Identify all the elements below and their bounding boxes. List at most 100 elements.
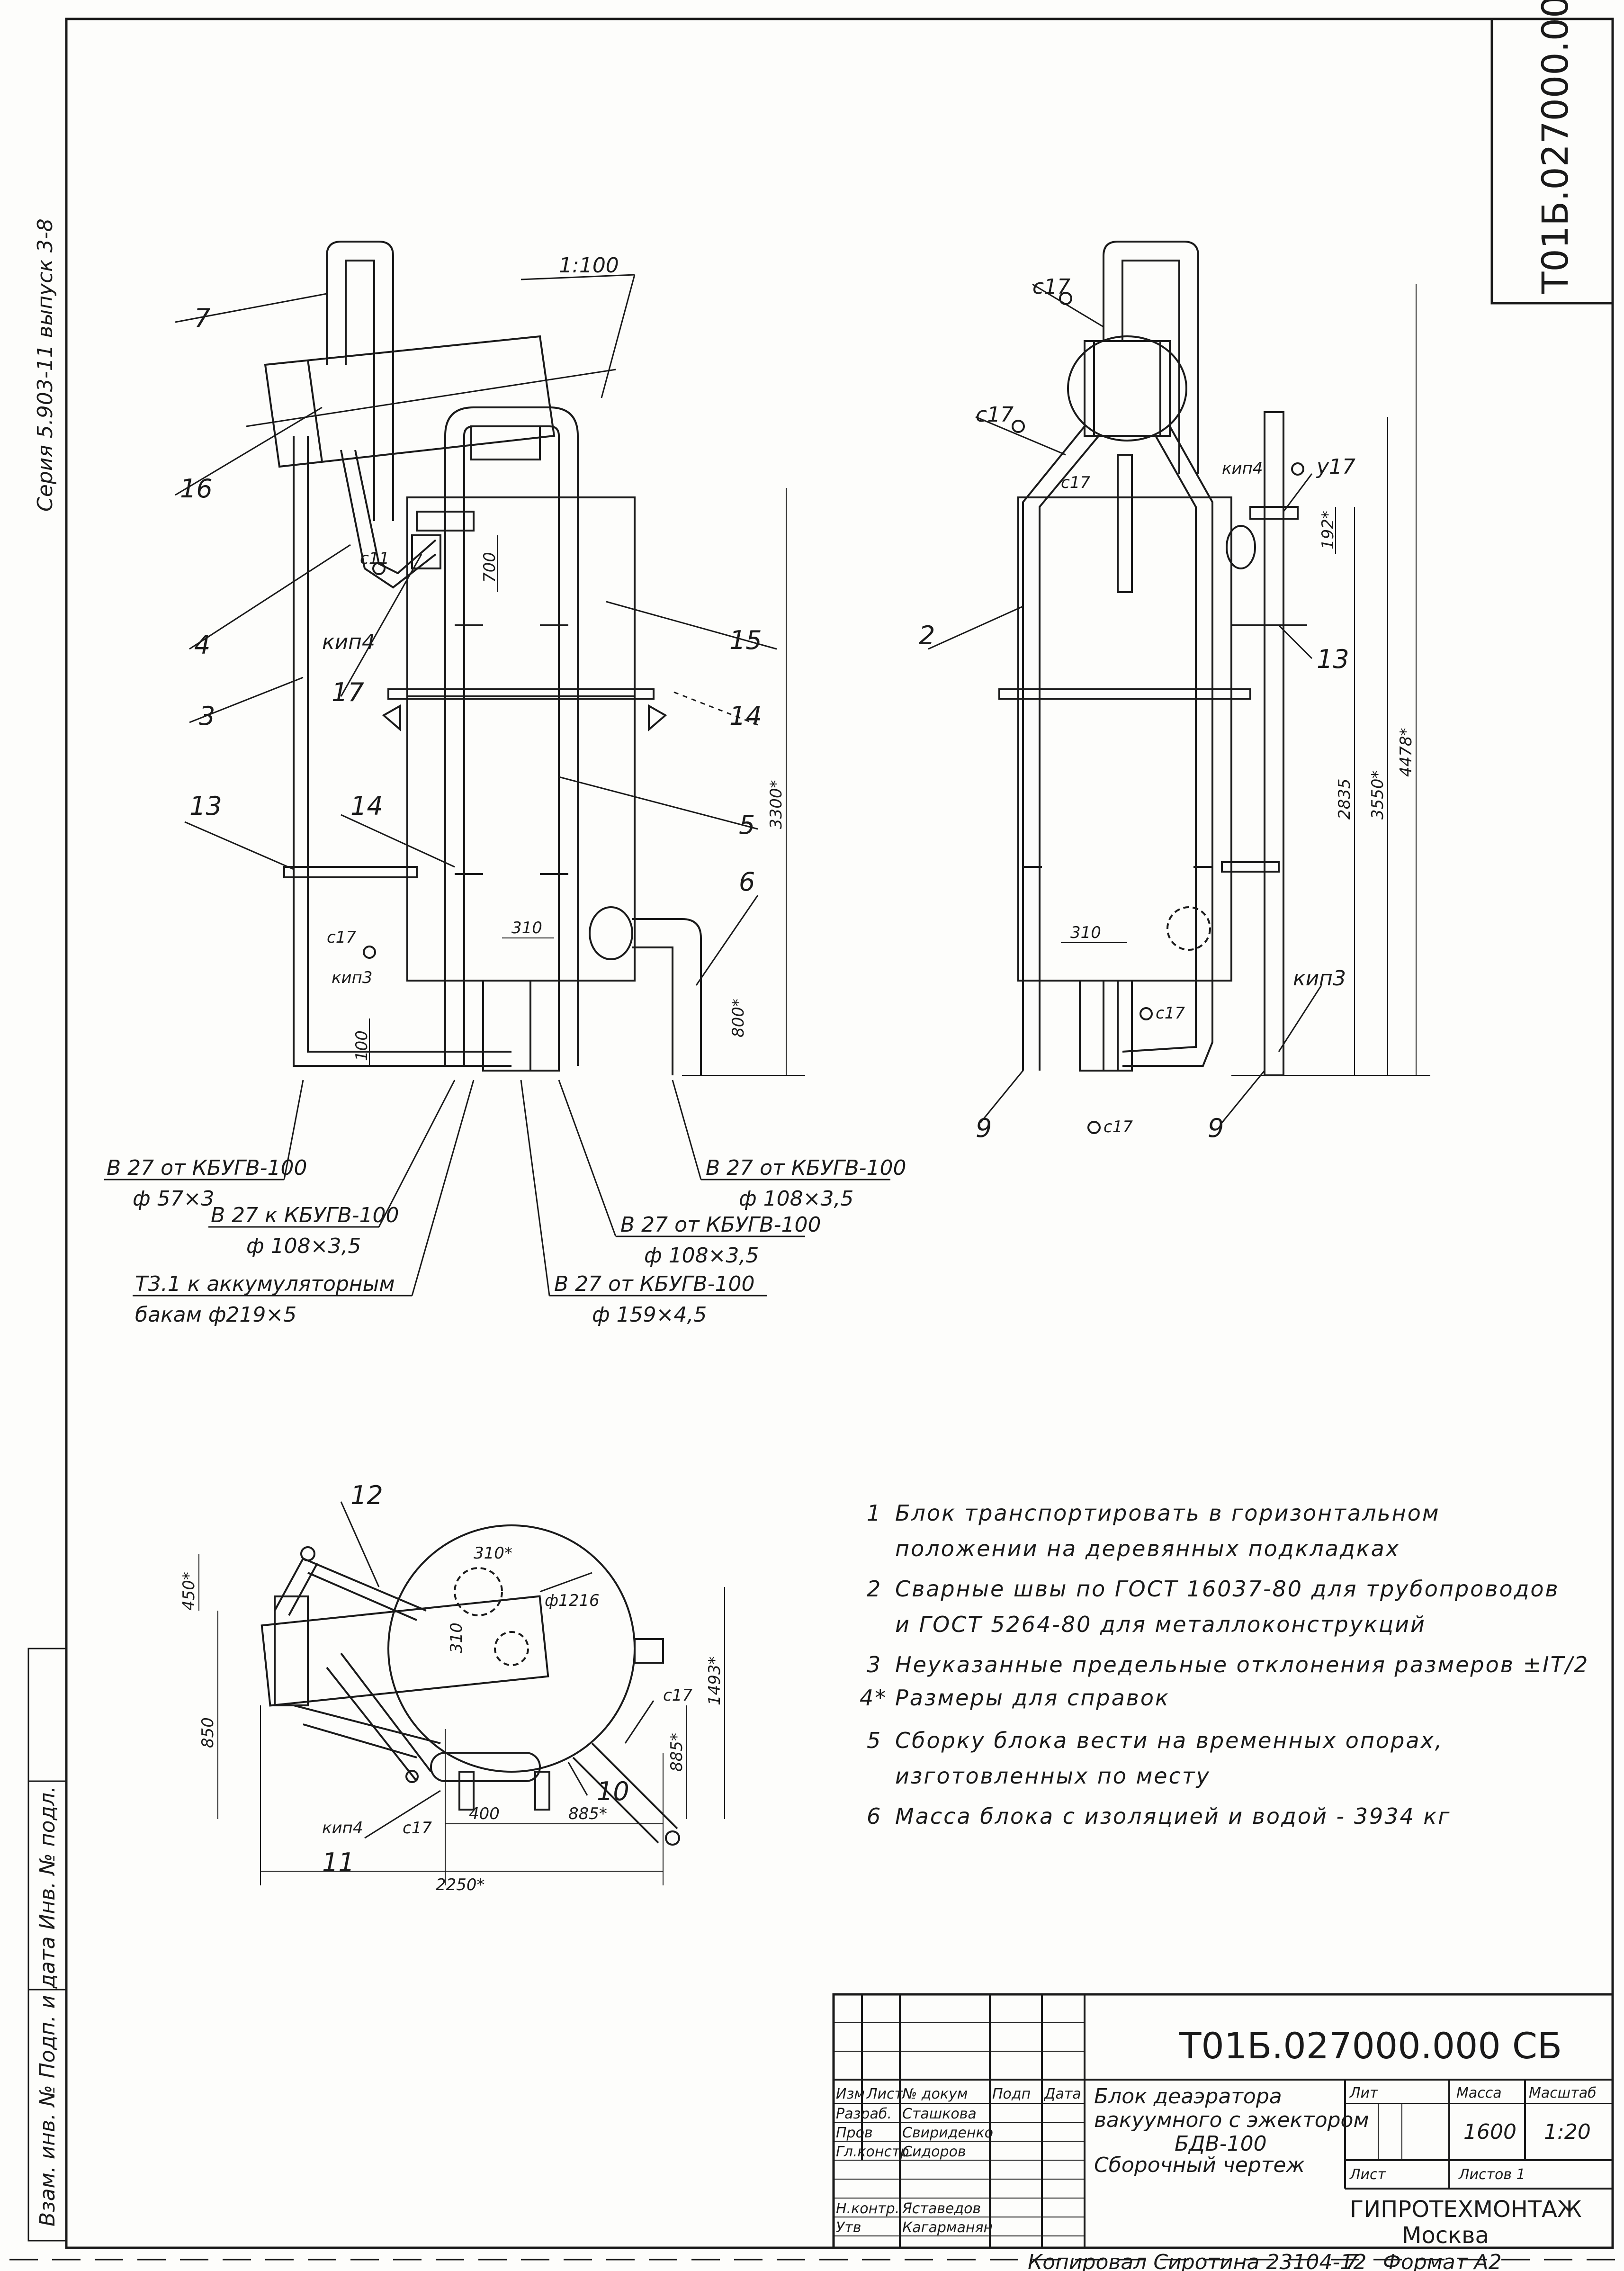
side-label-kip4: кип4 bbox=[1222, 459, 1263, 478]
side-label-2: 2 bbox=[919, 621, 935, 650]
row-razrab-name: Сташкова bbox=[902, 2106, 977, 2122]
note-3-num: 3 bbox=[867, 1652, 882, 1677]
title-line-1: Блок деаэратора bbox=[1094, 2084, 1282, 2109]
plan-dim-885-v: 885* bbox=[667, 1733, 686, 1772]
conn-5-line1: В 27 от КБУГВ-100 bbox=[620, 1213, 821, 1237]
front-label-15: 15 bbox=[729, 625, 762, 655]
note-1-text: Блок транспортировать в горизонтальном bbox=[895, 1500, 1440, 1526]
note-3-text: Неуказанные предельные отклонения размер… bbox=[895, 1652, 1589, 1677]
note-2b-text: и ГОСТ 5264-80 для металлоконструкций bbox=[895, 1612, 1426, 1637]
org-city: Москва bbox=[1402, 2222, 1489, 2249]
note-2-text: Сварные швы по ГОСТ 16037-80 для трубопр… bbox=[895, 1576, 1560, 1602]
row-nkontr-role: Н.контр. bbox=[836, 2200, 899, 2217]
title-code: Т01Б.027000.000 СБ bbox=[1179, 2025, 1562, 2067]
front-dim-310: 310 bbox=[511, 919, 542, 937]
row-prov-name: Свириденко bbox=[902, 2125, 993, 2141]
row-utv-name: Кагарманян bbox=[902, 2219, 993, 2236]
front-label-13: 13 bbox=[189, 791, 222, 821]
row-prov-role: Пров bbox=[836, 2125, 873, 2141]
plan-label-c17b: с17 bbox=[663, 1686, 692, 1705]
stamp-code-box: Т01Б.027000.000СБ bbox=[1490, 0, 1614, 305]
side-dim-4478: 4478* bbox=[1397, 728, 1416, 777]
note-4-text: Размеры для справок bbox=[895, 1685, 1170, 1711]
front-label-7: 7 bbox=[194, 303, 210, 333]
conn-4-line1: В 27 от КБУГВ-100 bbox=[706, 1156, 906, 1180]
plan-dim-450: 450* bbox=[179, 1572, 198, 1611]
front-label-3: 3 bbox=[199, 701, 215, 731]
side-dim-2835: 2835 bbox=[1335, 778, 1354, 820]
side-dim-310: 310 bbox=[1070, 923, 1101, 942]
row-glkonstr-role: Гл.констр. bbox=[836, 2144, 914, 2160]
conn-6-line1: В 27 от КБУГВ-100 bbox=[554, 1272, 754, 1296]
title-line-2: вакуумного с эжектором bbox=[1094, 2108, 1369, 2132]
hdr-podp: Подп bbox=[992, 2086, 1031, 2102]
mass-label: Масса bbox=[1456, 2085, 1502, 2101]
hdr-dokum: № докум bbox=[901, 2086, 968, 2102]
scale-label: Масштаб bbox=[1529, 2085, 1597, 2101]
sheet-frame bbox=[65, 18, 1614, 2249]
technical-notes: 1 Блок транспортировать в горизонтальном… bbox=[860, 1500, 1589, 1829]
front-label-14b: 14 bbox=[729, 701, 762, 731]
org-name: ГИПРОТЕХМОНТАЖ bbox=[1350, 2196, 1582, 2223]
note-6-num: 6 bbox=[867, 1803, 882, 1829]
front-label-c17: с17 bbox=[327, 928, 356, 947]
plan-dim-400: 400 bbox=[469, 1804, 500, 1823]
plan-label-kip4: кип4 bbox=[322, 1819, 363, 1838]
plan-label-11: 11 bbox=[322, 1847, 355, 1877]
title-line-3: БДВ-100 bbox=[1175, 2132, 1267, 2156]
note-1-num: 1 bbox=[867, 1500, 882, 1526]
series-label: Серия 5.903-11 выпуск 3-8 bbox=[33, 218, 57, 512]
front-label-c11: с11 bbox=[360, 549, 389, 568]
stamp-code: Т01Б.027000.000СБ bbox=[1534, 0, 1576, 294]
front-label-16: 16 bbox=[180, 474, 213, 504]
conn-2-line2: ф 108×3,5 bbox=[246, 1234, 361, 1258]
row-nkontr-name: Яставедов bbox=[902, 2200, 981, 2217]
front-dim-800: 800* bbox=[729, 999, 748, 1037]
conn-5-line2: ф 108×3,5 bbox=[644, 1244, 759, 1268]
title-line-4: Сборочный чертеж bbox=[1094, 2153, 1305, 2177]
row-glkonstr-name: Сидоров bbox=[902, 2144, 966, 2160]
plan-dim-885-h: 885* bbox=[568, 1804, 607, 1823]
conn-4-line2: ф 108×3,5 bbox=[739, 1187, 853, 1211]
plan-dim-1493: 1493* bbox=[705, 1656, 724, 1705]
note-5b-text: изготовленных по месту bbox=[895, 1763, 1211, 1789]
copied-by: Копировал Сиротина 23104-12 bbox=[1028, 2250, 1366, 2271]
plan-dim-1216: ф1216 bbox=[545, 1591, 600, 1610]
side-label-c17c: с17 bbox=[1061, 473, 1090, 492]
conn-1-line2: ф 57×3 bbox=[133, 1187, 214, 1211]
left-margin-strip: Взам. инв. № Подп. и дата Инв. № подл. bbox=[27, 1648, 67, 2242]
front-label-kip4: кип4 bbox=[322, 630, 375, 654]
hdr-list: Лист bbox=[866, 2086, 904, 2102]
plan-dim-310-top: 310* bbox=[474, 1544, 512, 1563]
hdr-data: Дата bbox=[1043, 2086, 1081, 2102]
front-label-5: 5 bbox=[739, 810, 755, 840]
side-label-c17a: с17 bbox=[1032, 275, 1070, 299]
plan-dim-850: 850 bbox=[198, 1717, 217, 1748]
front-dim-3300: 3300* bbox=[767, 780, 786, 829]
sheet-label: Лист bbox=[1349, 2166, 1387, 2183]
conn-3-line1: Т3.1 к аккумуляторным bbox=[135, 1272, 395, 1296]
side-label-c17b: с17 bbox=[976, 403, 1014, 427]
note-5-text: Сборку блока вести на временных опорах, bbox=[895, 1728, 1443, 1753]
plan-dim-2250: 2250* bbox=[436, 1875, 485, 1894]
front-label-kip3: кип3 bbox=[332, 968, 373, 987]
format-prefix: 7 bbox=[1345, 2250, 1358, 2271]
slope-label: 1:100 bbox=[559, 253, 619, 278]
plan-label-10: 10 bbox=[597, 1776, 629, 1806]
format-label: Формат А2 bbox=[1383, 2250, 1502, 2271]
front-dim-100: 100 bbox=[352, 1030, 371, 1061]
front-label-4: 4 bbox=[194, 630, 210, 660]
note-6-text: Масса блока с изоляцией и водой - 3934 к… bbox=[895, 1803, 1451, 1829]
front-dim-700: 700 bbox=[480, 552, 499, 583]
side-label-9b: 9 bbox=[1208, 1113, 1224, 1143]
side-label-u17: у17 bbox=[1316, 455, 1355, 479]
side-view: с17 с17 с17 кип4 у17 2 13 кип3 9 9 с17 с… bbox=[919, 241, 1430, 1143]
plan-label-c17a: с17 bbox=[403, 1819, 432, 1838]
side-label-13: 13 bbox=[1317, 644, 1349, 674]
conn-6-line2: ф 159×4,5 bbox=[592, 1303, 707, 1327]
note-2-num: 2 bbox=[867, 1576, 882, 1602]
side-label-c17e: с17 bbox=[1104, 1117, 1133, 1136]
conn-3-line2: бакам ф219×5 bbox=[135, 1303, 296, 1327]
scale-value: 1:20 bbox=[1544, 2120, 1591, 2144]
side-dim-3550: 3550* bbox=[1368, 770, 1387, 820]
